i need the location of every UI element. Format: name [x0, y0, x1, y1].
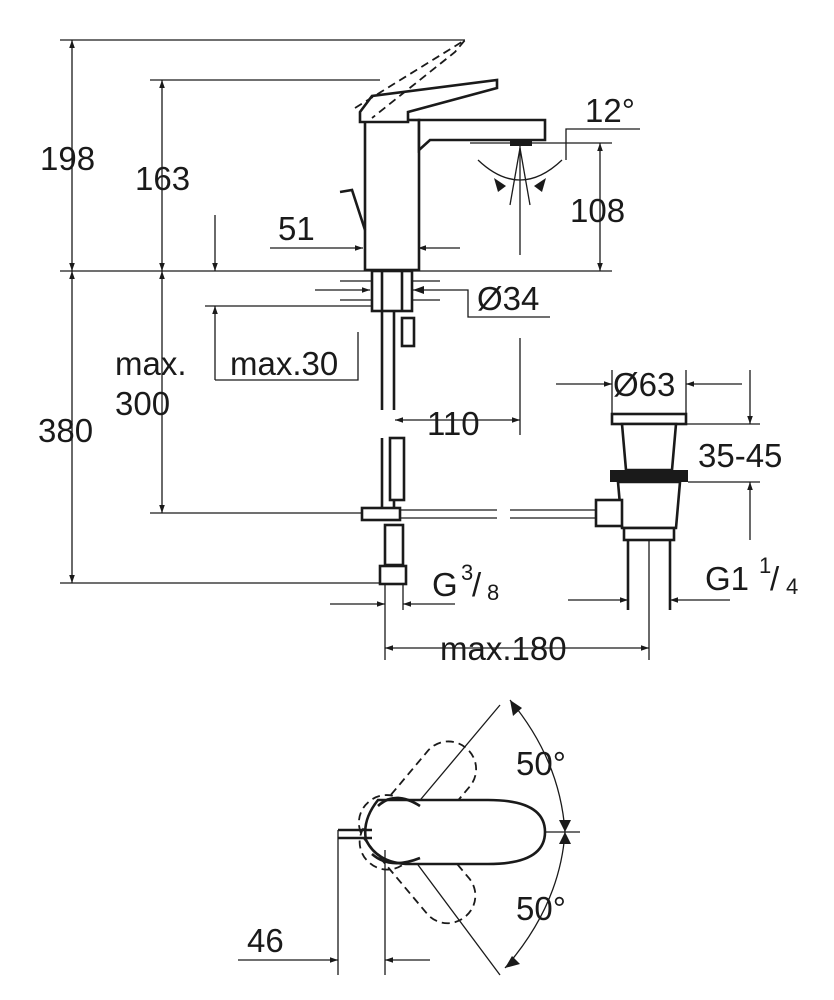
label-51: 51 — [278, 210, 315, 247]
label-g-3-8: G 3 / 8 — [432, 560, 499, 605]
label-163: 163 — [135, 160, 190, 197]
angle-arc-top — [509, 699, 566, 833]
label-50-top: 50° — [516, 745, 566, 782]
angle-line-left — [509, 147, 521, 206]
label-o63: Ø63 — [613, 366, 675, 403]
waste-fitting — [594, 412, 688, 610]
label-300: 300 — [115, 385, 170, 422]
lever-open-outline — [354, 39, 466, 119]
angle-arrow-left — [494, 178, 506, 192]
svg-text:/: / — [472, 566, 482, 603]
label-380: 380 — [38, 412, 93, 449]
label-110: 110 — [427, 405, 480, 442]
faucet-body — [339, 39, 547, 272]
label-o34: Ø34 — [477, 280, 539, 317]
svg-text:/: / — [770, 560, 780, 597]
label-max30: max.30 — [230, 345, 338, 382]
arrow-34 — [413, 286, 424, 294]
label-198: 198 — [40, 140, 95, 177]
svg-text:1: 1 — [759, 553, 771, 578]
svg-text:8: 8 — [487, 580, 499, 605]
lever-base-outline — [371, 796, 421, 865]
angle-line-right — [519, 147, 531, 206]
plan-view: 50° 50° 46 — [238, 699, 580, 976]
svg-text:G: G — [432, 566, 458, 603]
label-35-45: 35-45 — [698, 437, 782, 474]
label-108: 108 — [570, 192, 625, 229]
leader-12 — [565, 128, 640, 160]
label-46: 46 — [247, 922, 284, 959]
label-max180: max.180 — [440, 630, 567, 667]
elevation-view: 198 163 12° 108 51 Ø34 max. 300 max.30 1… — [38, 39, 798, 667]
angle-arrow-right — [534, 178, 546, 192]
label-50-bottom: 50° — [516, 890, 566, 927]
lever-top-view — [363, 798, 547, 866]
svg-text:G1: G1 — [705, 560, 749, 597]
angle-arc-bottom — [504, 831, 566, 969]
svg-text:3: 3 — [461, 560, 473, 585]
label-12-degrees: 12° — [585, 92, 635, 129]
label-max: max. — [115, 345, 187, 382]
leader-34 — [413, 289, 550, 318]
svg-text:4: 4 — [786, 574, 798, 599]
pop-up-rod — [339, 188, 367, 231]
label-g1-1-4: G1 1 / 4 — [705, 553, 798, 599]
leader-max30 — [215, 332, 359, 381]
angle-arc-12 — [477, 159, 563, 181]
mounting-shank — [340, 269, 440, 586]
